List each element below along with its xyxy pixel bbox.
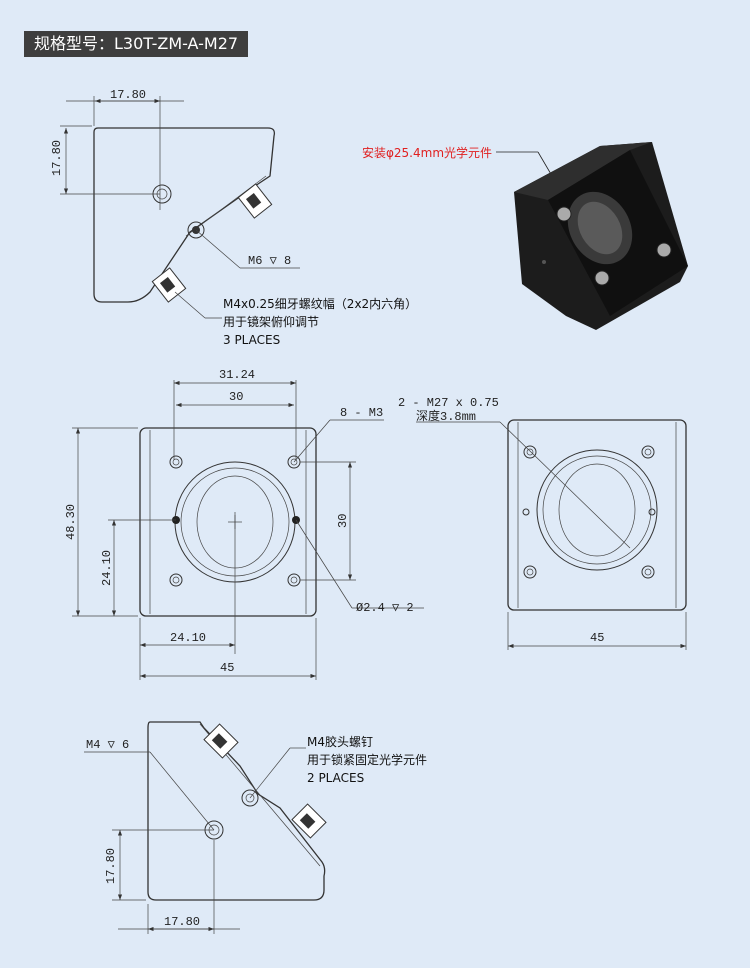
adjuster-screw [291,803,327,839]
adjuster-note-line2: 用于镜架俯仰调节 [223,314,319,329]
dim-front-right: 30 [336,514,350,528]
dim-front-height: 48.30 [64,504,78,540]
thread-label-m4: M4 ▽ 6 [86,738,129,752]
photo-note: 安装φ25.4mm光学元件 [362,145,492,160]
adjuster-screw [203,723,239,759]
thread-label-line1: 2 - M27 x 0.75 [398,396,499,410]
front-view: 31.24 30 8 - M3 48.30 24.10 30 Ø2.4 ▽ 2 … [64,368,424,680]
adjuster-note-line1: M4x0.25细牙螺纹幅（2x2内六角） [223,296,417,311]
dim-side-height: 17.80 [104,848,118,884]
dim-front-top2: 30 [229,390,243,404]
hole-label: Ø2.4 ▽ 2 [356,601,414,615]
thread-label-line2: 深度3.8mm [416,408,476,424]
dim-top-width: 17.80 [110,88,146,102]
dim-side-width: 17.80 [164,915,200,929]
product-render: 安装φ25.4mm光学元件 [362,142,688,330]
thread-label-m6: M6 ▽ 8 [248,254,291,268]
screw-note-line1: M4胶头螺钉 [307,734,373,749]
dim-back-width: 45 [590,631,604,645]
dim-top-height: 17.80 [50,140,64,176]
adjuster-note-line3: 3 PLACES [223,333,280,347]
title-badge: 规格型号：L30T-ZM-A-M27 [24,31,249,57]
screw-note-line3: 2 PLACES [307,771,364,785]
adjuster-screw [151,267,187,303]
screw-note-line2: 用于锁紧固定光学元件 [307,752,427,767]
back-view: 2 - M27 x 0.75 深度3.8mm 45 [398,396,687,650]
top-view: 17.80 17.80 M6 ▽ 8 M4x0.25细牙螺纹幅（2x2内六角） … [50,88,417,347]
dim-front-bottom-half: 24.10 [170,631,206,645]
holes-label: 8 - M3 [340,406,383,420]
dim-front-top1: 31.24 [219,368,255,382]
dim-front-left-half: 24.10 [100,550,114,586]
side-view: M4 ▽ 6 M4胶头螺钉 用于锁紧固定光学元件 2 PLACES 17.80 … [84,721,427,934]
adjuster-screw [237,183,273,219]
dim-front-width: 45 [220,661,234,675]
